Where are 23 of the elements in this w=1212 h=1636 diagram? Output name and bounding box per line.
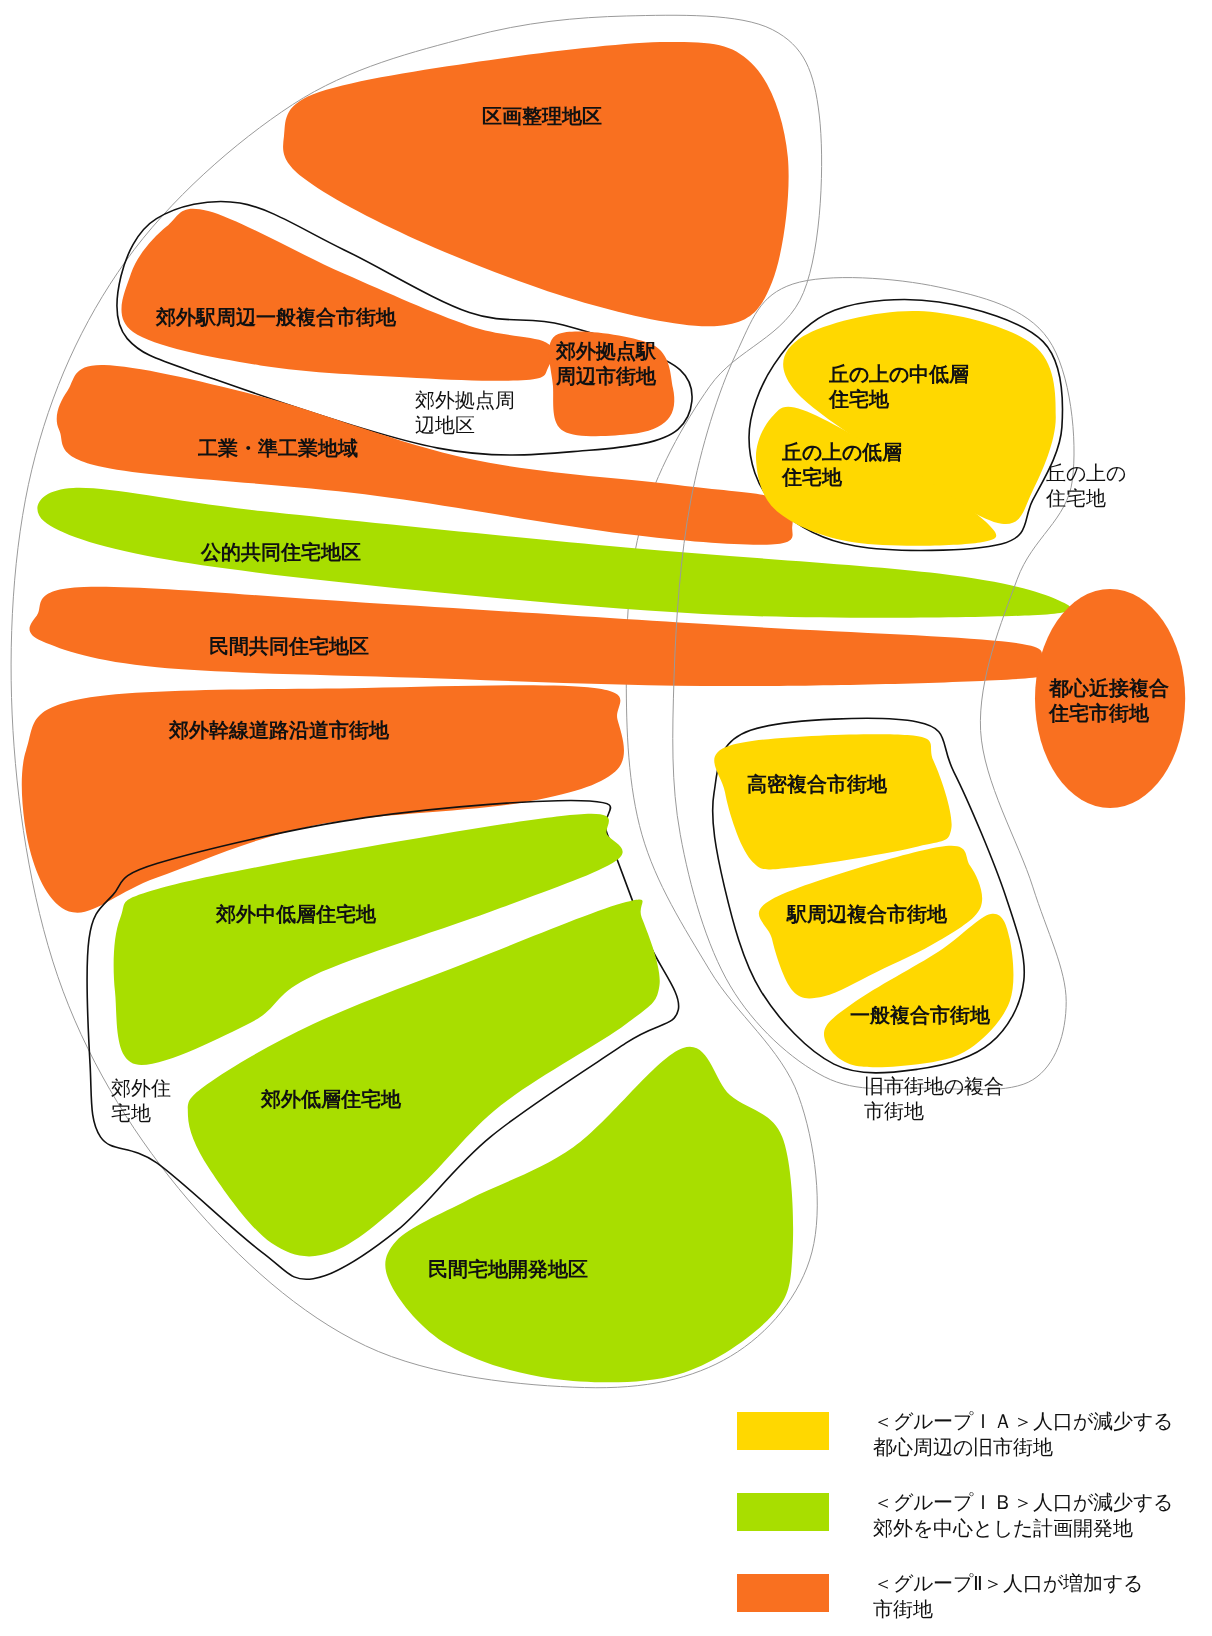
area-label: 工業・準工業地域 xyxy=(198,435,359,461)
area-label: 郊外駅周辺一般複合市街地 xyxy=(156,304,397,330)
group-label: 郊外住宅地 xyxy=(110,1076,172,1127)
area-label: 郊外拠点駅周辺市街地 xyxy=(555,338,657,389)
group-label: 丘の上の住宅地 xyxy=(1046,461,1128,511)
area-label: 高密複合市街地 xyxy=(746,771,887,797)
group-label: 郊外拠点周辺地区 xyxy=(415,388,517,438)
area-label: 民間宅地開発地区 xyxy=(427,1256,588,1282)
legend-text: ＜グループＩＢ＞人口が減少する郊外を中心とした計画開発地 xyxy=(873,1489,1174,1542)
group-label: 旧市街地の複合市街地 xyxy=(863,1074,1005,1125)
area-label: 駅周辺複合市街地 xyxy=(787,902,948,928)
area-label: 一般複合市街地 xyxy=(850,1003,991,1029)
area-label: 公的共同住宅地区 xyxy=(201,540,362,566)
area-label: 都心近接複合住宅市街地 xyxy=(1049,675,1171,726)
area-label: 民間共同住宅地区 xyxy=(208,634,369,660)
legend-text: ＜グループＩＡ＞人口が減少する都心周辺の旧市街地 xyxy=(873,1408,1174,1461)
area-label: 郊外中低層住宅地 xyxy=(215,902,376,928)
area-label: 区画整理地区 xyxy=(481,104,602,130)
area-label: 丘の上の中低層住宅地 xyxy=(829,361,971,412)
legend-text: ＜グループⅡ＞人口が増加する市街地 xyxy=(873,1570,1144,1623)
area-label: 丘の上の低層住宅地 xyxy=(782,440,904,491)
area-label: 郊外低層住宅地 xyxy=(260,1086,401,1112)
area-label: 郊外幹線道路沿道市街地 xyxy=(168,717,389,743)
